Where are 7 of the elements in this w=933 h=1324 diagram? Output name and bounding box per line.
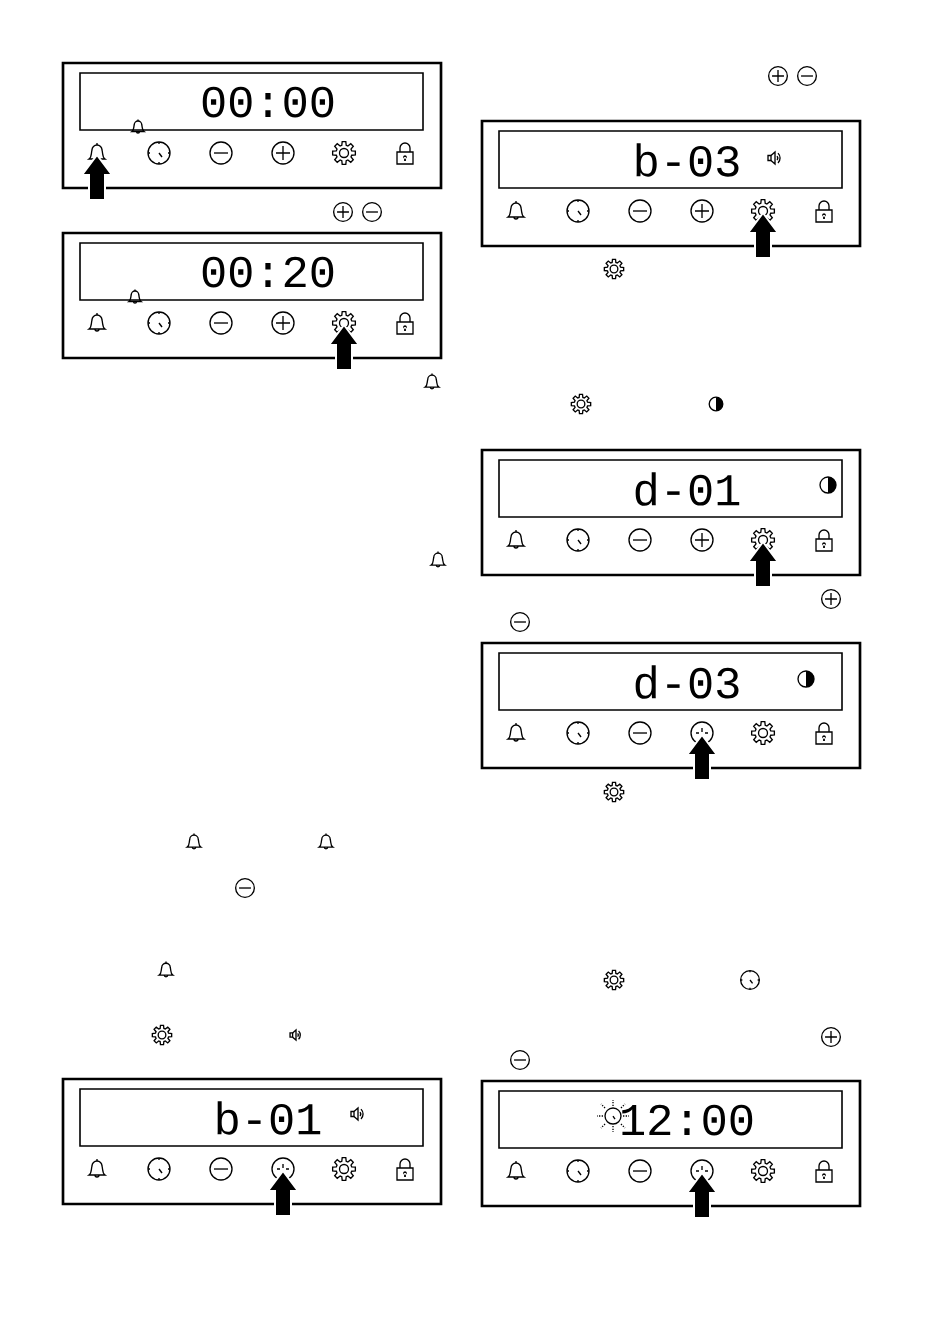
- display-readout: b-03: [636, 143, 739, 177]
- display-readout: 12:00: [622, 1104, 753, 1136]
- display-readout: 00:00: [202, 86, 334, 118]
- display-readout: d-01: [635, 472, 740, 506]
- display-readout: b-01: [217, 1101, 321, 1135]
- display-readout: 00:20: [202, 256, 334, 288]
- display-readout: d-03: [635, 665, 739, 699]
